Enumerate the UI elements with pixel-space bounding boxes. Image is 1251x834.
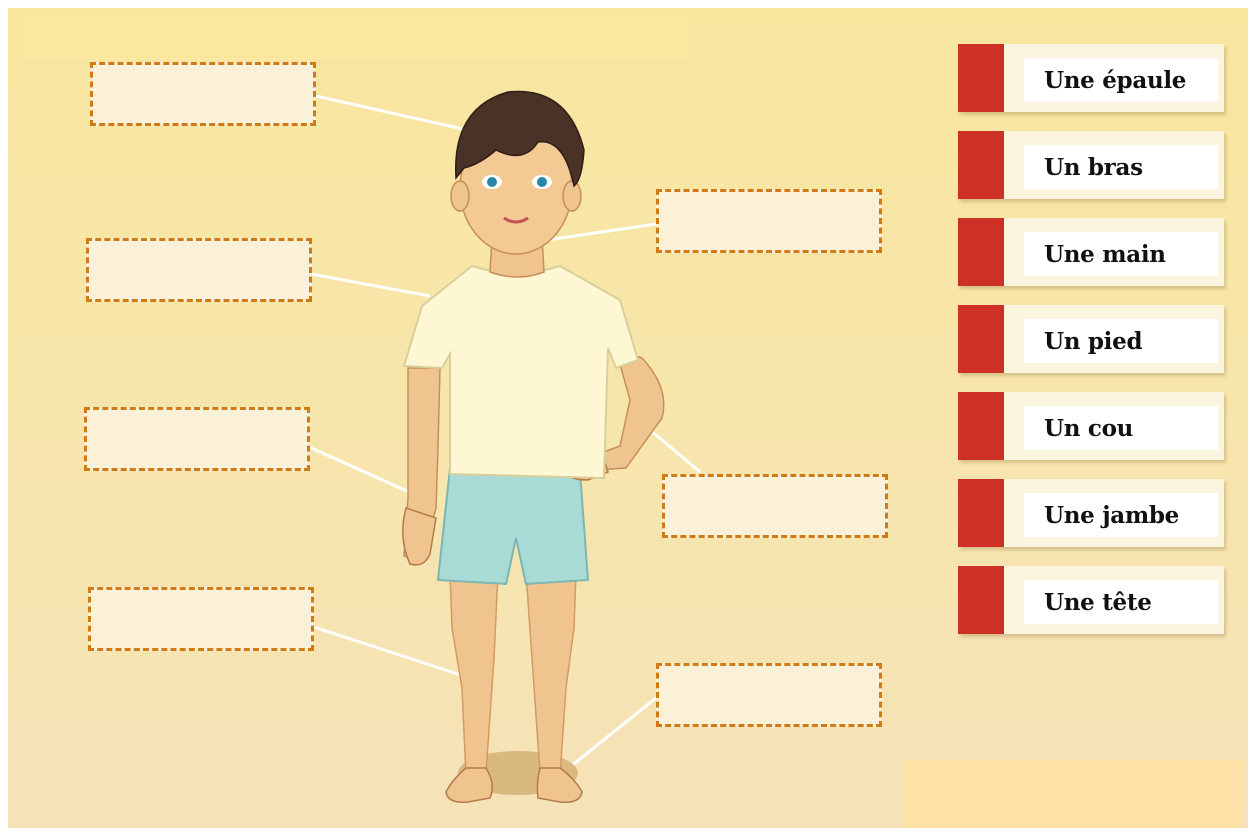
word-card-label: Une main xyxy=(1044,241,1166,268)
word-card-label: Une jambe xyxy=(1044,502,1179,529)
card-tab xyxy=(958,131,1004,199)
word-card-main[interactable]: Une main xyxy=(958,218,1224,286)
drop-zone-head[interactable] xyxy=(90,62,316,126)
left-ear xyxy=(451,181,469,211)
word-card-cou[interactable]: Un cou xyxy=(958,392,1224,460)
word-card-bras[interactable]: Un bras xyxy=(958,131,1224,199)
drop-zone-leg[interactable] xyxy=(88,587,314,651)
card-tab xyxy=(958,218,1004,286)
left-foot xyxy=(446,768,492,802)
card-tab xyxy=(958,479,1004,547)
word-card-label: Un pied xyxy=(1044,328,1142,355)
boy-illustration xyxy=(368,68,688,828)
word-card-label: Un cou xyxy=(1044,415,1133,442)
right-leg xyxy=(526,573,576,776)
card-tab xyxy=(958,305,1004,373)
card-tab xyxy=(958,566,1004,634)
word-card-label: Une épaule xyxy=(1044,67,1186,94)
word-card-epaule[interactable]: Une épaule xyxy=(958,44,1224,112)
word-card-pied[interactable]: Un pied xyxy=(958,305,1224,373)
drop-zone-neck[interactable] xyxy=(656,189,882,253)
drop-zone-arm[interactable] xyxy=(662,474,888,538)
shorts xyxy=(438,468,588,584)
left-hand xyxy=(403,508,436,565)
word-card-tete[interactable]: Une tête xyxy=(958,566,1224,634)
card-tab xyxy=(958,44,1004,112)
drop-zone-shoulder[interactable] xyxy=(86,238,312,302)
drop-zone-hand[interactable] xyxy=(84,407,310,471)
word-card-label: Un bras xyxy=(1044,154,1143,181)
activity-stage: Une épaule Un bras Une main Un pied Un c… xyxy=(8,8,1248,828)
word-card-jambe[interactable]: Une jambe xyxy=(958,479,1224,547)
left-leg xyxy=(450,573,498,776)
right-ear xyxy=(563,181,581,211)
drop-zone-foot[interactable] xyxy=(656,663,882,727)
word-card-label: Une tête xyxy=(1044,589,1152,616)
card-tab xyxy=(958,392,1004,460)
